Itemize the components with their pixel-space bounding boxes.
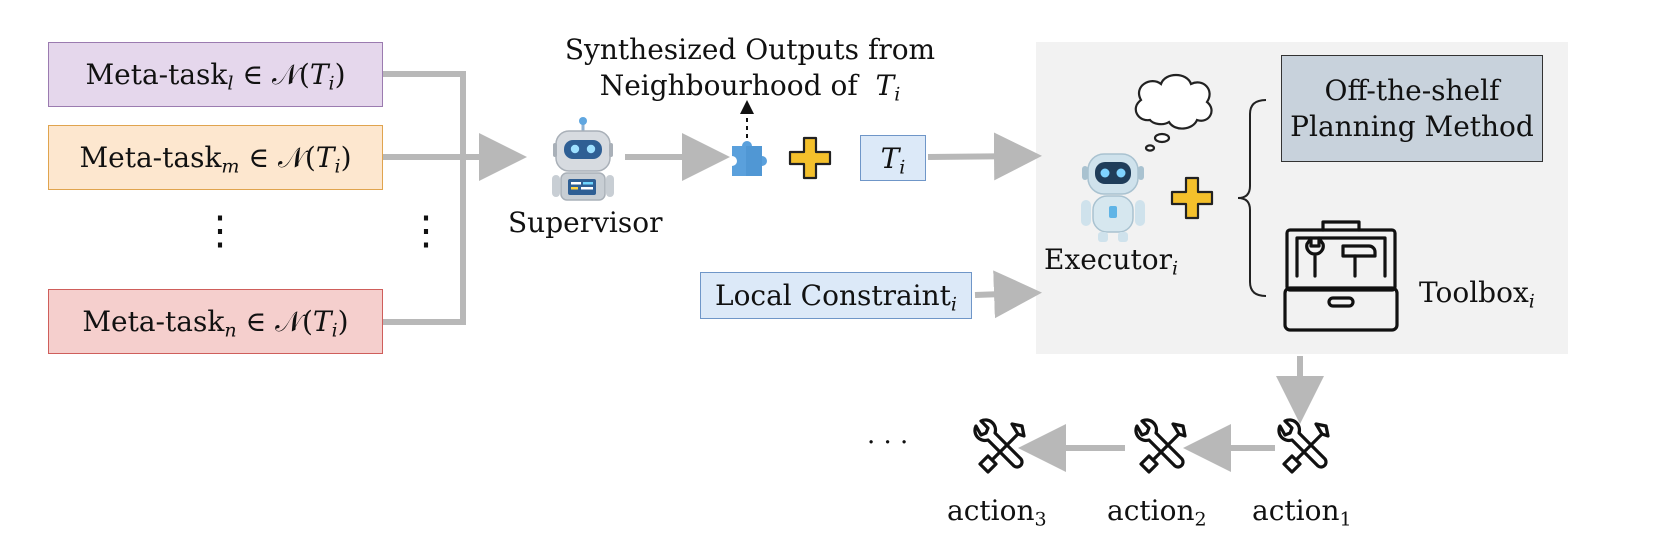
puzzle-piece-icon (732, 141, 767, 176)
meta-task-label: Meta-taskm ∈ 𝒩(Ti) (79, 140, 352, 178)
meta-task-label: Meta-taskl ∈ 𝒩(Ti) (85, 57, 346, 95)
executor-label: Executori (1044, 243, 1179, 280)
vdots-left: ⋮ (200, 208, 240, 254)
arrow-task-to-executor (927, 132, 1042, 181)
planning-method-box: Off-the-shelf Planning Method (1281, 55, 1543, 162)
supervisor-label: Supervisor (508, 206, 663, 239)
local-constraint-box: Local Constrainti (700, 272, 972, 319)
ellipsis: · · · (867, 428, 909, 458)
curly-brace (1237, 99, 1267, 297)
tool-icon (1277, 418, 1330, 474)
action-label-1: action1 (1252, 494, 1352, 531)
plus-icon (1170, 176, 1214, 220)
robot-icon (1081, 153, 1145, 242)
tool-icon (973, 418, 1026, 474)
action-label-2: action2 (1107, 494, 1207, 531)
robot-icon (552, 117, 614, 201)
plus-icon (788, 136, 832, 180)
synth-outputs-line2: Neighbourhood of Ti (599, 69, 901, 106)
thought-bubble-icon (1134, 73, 1213, 152)
vdots-right: ⋮ (406, 208, 446, 254)
tool-icon (1134, 418, 1187, 474)
meta-task-box-n: Meta-taskn ∈ 𝒩(Ti) (48, 289, 383, 354)
action-label-3: action3 (947, 494, 1047, 531)
arrow-constraint-to-executor (974, 270, 1042, 319)
planning-method-line2: Planning Method (1290, 109, 1534, 143)
synth-outputs-line1: Synthesized Outputs from (564, 33, 936, 66)
meta-task-connectors (383, 71, 527, 325)
toolbox-label: Toolboxi (1419, 276, 1535, 313)
synth-outputs-label: Synthesized Outputs from Neighbourhood o… (560, 32, 940, 104)
meta-task-box-m: Meta-taskm ∈ 𝒩(Ti) (48, 125, 383, 190)
planning-method-line1: Off-the-shelf (1324, 73, 1500, 107)
meta-task-box-l: Meta-taskl ∈ 𝒩(Ti) (48, 42, 383, 107)
task-box: Ti (860, 135, 926, 181)
meta-task-label: Meta-taskn ∈ 𝒩(Ti) (82, 304, 349, 342)
toolbox-icon (1283, 220, 1399, 332)
